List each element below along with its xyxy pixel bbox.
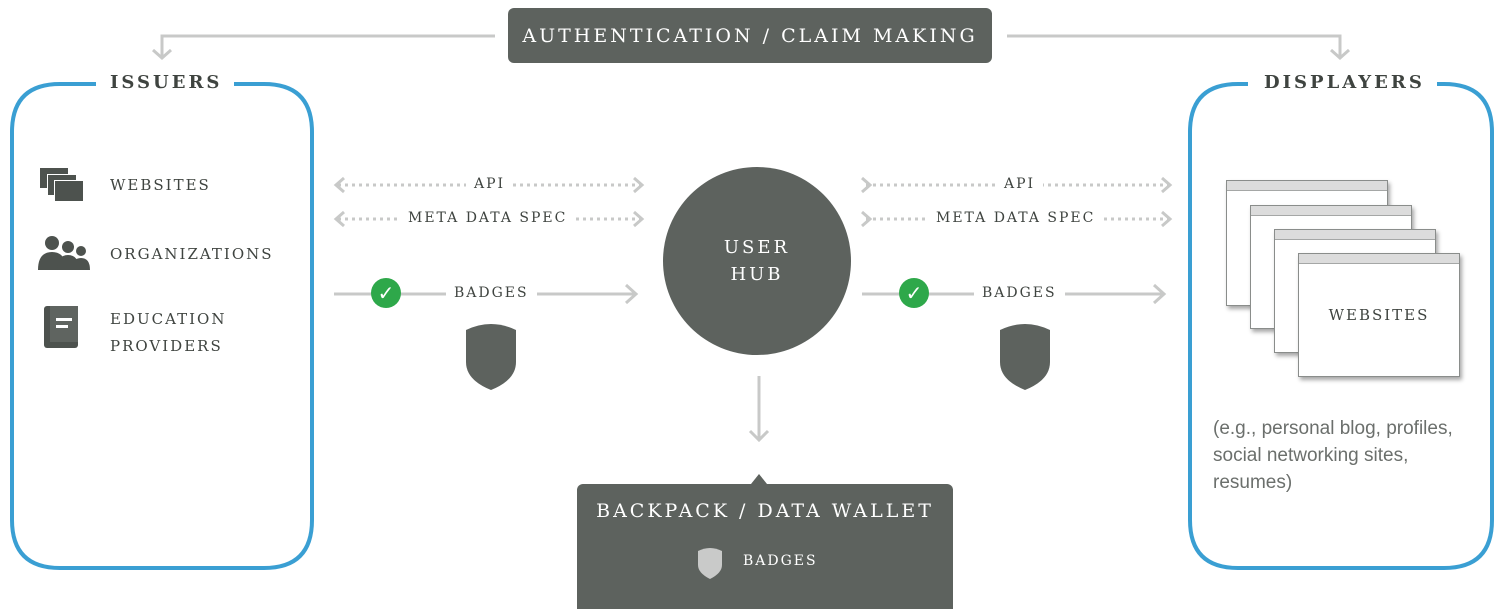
website-window-label: WEBSITES: [1328, 306, 1430, 324]
website-window-4: WEBSITES: [1298, 253, 1460, 377]
backpack-shield-icon: [698, 548, 722, 579]
user-hub: USER HUB: [663, 167, 851, 355]
auth-arrow-right: [1007, 34, 1342, 58]
auth-banner: AUTHENTICATION / CLAIM MAKING: [508, 8, 992, 63]
left-meta-label: META DATA SPEC: [400, 210, 576, 226]
issuer-education-label-1: EDUCATION: [110, 310, 227, 328]
left-check-icon: ✓: [371, 278, 401, 308]
issuers-frame: [10, 82, 314, 570]
left-badges-label: BADGES: [446, 285, 537, 301]
websites-icon: [40, 168, 84, 202]
displayers-example-text: (e.g., personal blog, profiles, social n…: [1213, 418, 1453, 493]
issuer-organizations-label: ORGANIZATIONS: [110, 245, 274, 263]
backpack-badges-label: BADGES: [743, 553, 818, 569]
right-api-label: API: [996, 176, 1044, 192]
auth-arrowhead-right: [1330, 48, 1350, 61]
backpack-title: BACKPACK / DATA WALLET: [596, 500, 934, 522]
education-book-icon: [44, 306, 80, 348]
hub-line-1: USER: [723, 237, 791, 258]
displayers-frame: [1188, 82, 1494, 570]
auth-arrow-left: [160, 34, 495, 58]
left-badge-shield: [466, 324, 516, 390]
issuers-heading: ISSUERS: [98, 72, 235, 93]
issuer-education-label-2: PROVIDERS: [110, 337, 223, 355]
right-meta-label: META DATA SPEC: [928, 210, 1104, 226]
right-badge-shield: [1000, 324, 1050, 390]
auth-arrowhead-left: [152, 48, 172, 61]
issuer-websites-label: WEBSITES: [110, 176, 211, 194]
backpack-panel: BACKPACK / DATA WALLET BADGES: [577, 484, 953, 609]
hub-line-2: HUB: [730, 264, 784, 285]
auth-banner-label: AUTHENTICATION / CLAIM MAKING: [522, 24, 978, 47]
right-badges-label: BADGES: [974, 285, 1065, 301]
right-check-icon: ✓: [899, 278, 929, 308]
organizations-icon: [36, 234, 92, 270]
displayers-heading: DISPLAYERS: [1252, 72, 1437, 93]
left-api-label: API: [466, 176, 514, 192]
